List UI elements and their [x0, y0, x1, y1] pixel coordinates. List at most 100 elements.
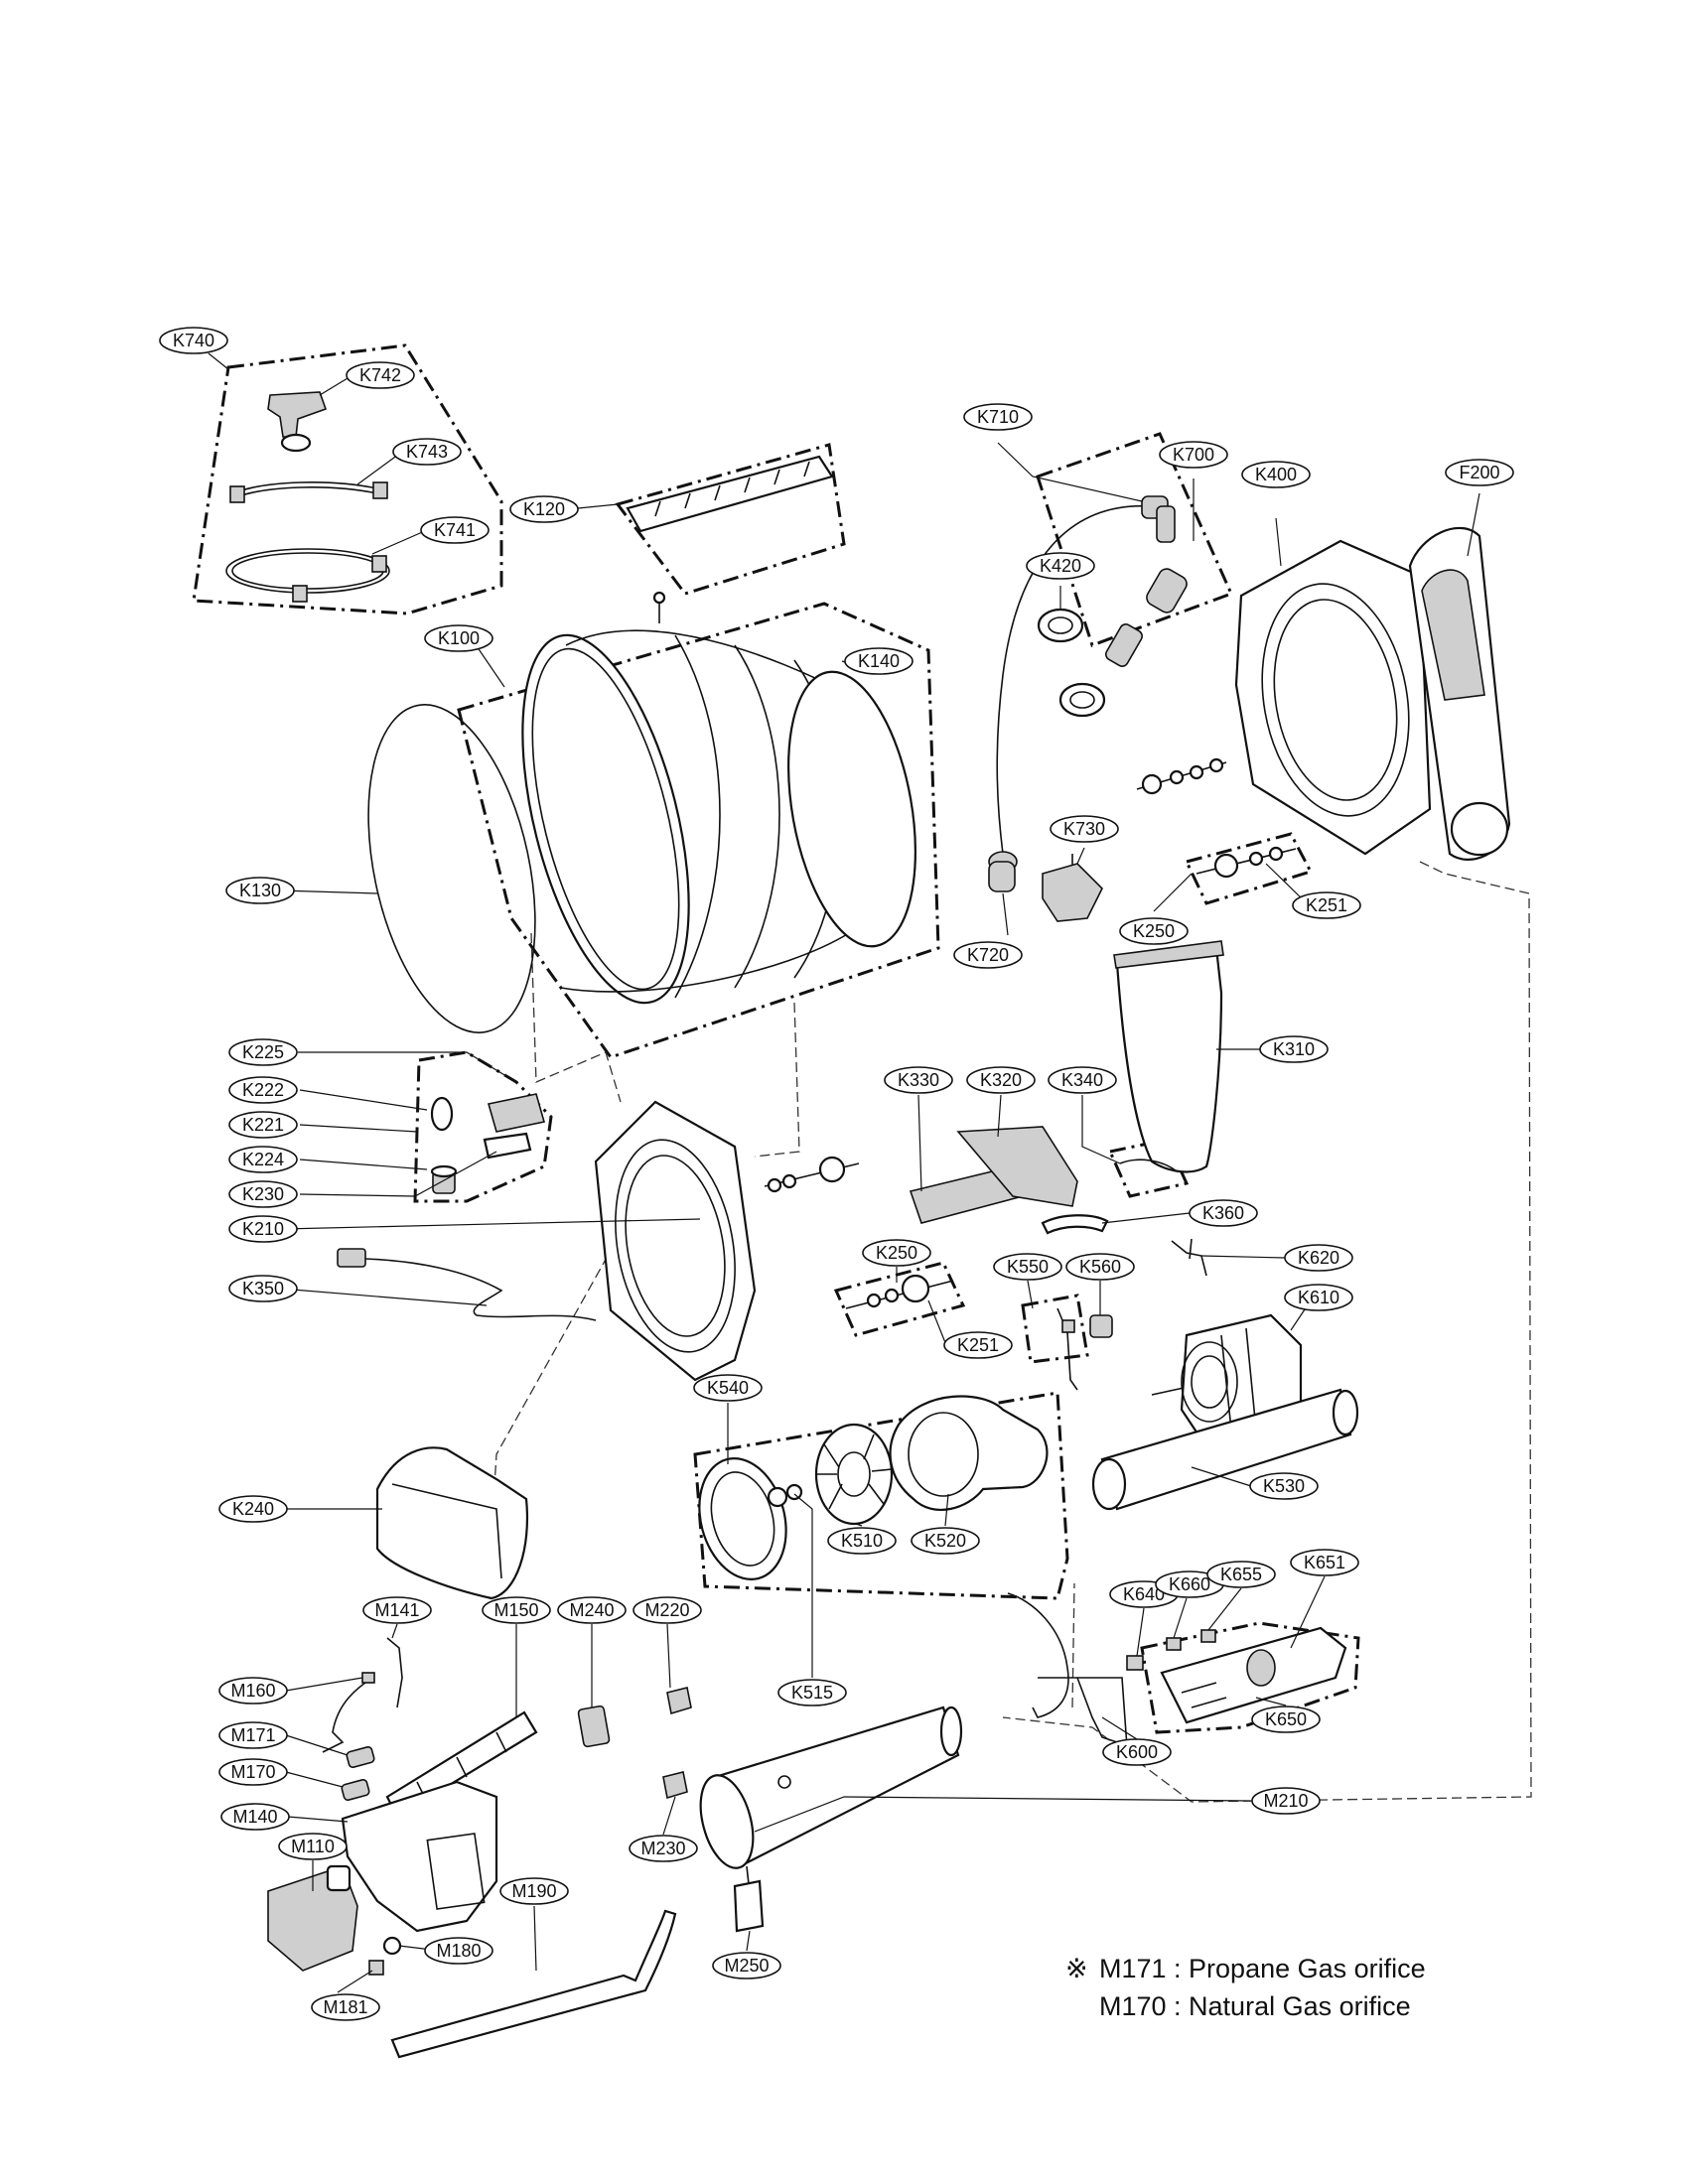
svg-text:K651: K651	[1304, 1553, 1345, 1572]
footnote-text-1: M171 : Propane Gas orifice	[1099, 1954, 1426, 1983]
svg-text:K700: K700	[1173, 445, 1214, 465]
k620-switch	[1171, 1238, 1207, 1277]
f200-filter-housing	[1408, 526, 1511, 861]
group-k120-outline	[615, 443, 846, 596]
label-k240: K240	[218, 1495, 288, 1523]
label-k730: K730	[1050, 815, 1119, 843]
label-k250-upper: K250	[1119, 917, 1189, 945]
svg-text:K340: K340	[1061, 1070, 1103, 1090]
m250-bracket	[733, 1865, 765, 1933]
svg-text:K655: K655	[1220, 1565, 1262, 1584]
svg-text:K310: K310	[1273, 1039, 1315, 1059]
label-k620: K620	[1284, 1244, 1353, 1272]
label-k221: K221	[228, 1111, 298, 1139]
label-k651: K651	[1290, 1549, 1359, 1576]
svg-text:K660: K660	[1169, 1574, 1210, 1594]
k222-bulb	[430, 1096, 454, 1132]
svg-text:F200: F200	[1459, 463, 1499, 482]
svg-text:K720: K720	[967, 945, 1009, 965]
label-k340: K340	[1048, 1066, 1117, 1094]
shaft-rollers-upper	[1136, 757, 1227, 795]
svg-text:K540: K540	[707, 1378, 749, 1398]
label-k130: K130	[225, 877, 295, 904]
part-labels: K740 K742 K743 K741 K120 K100 K140 K130 …	[159, 327, 1514, 2021]
label-k550: K550	[993, 1253, 1062, 1281]
svg-text:K221: K221	[242, 1115, 284, 1135]
k240-duct	[375, 1446, 528, 1600]
label-k140: K140	[844, 647, 914, 675]
k225-lamp-cover	[487, 1093, 546, 1133]
label-m140: M140	[220, 1803, 290, 1831]
k360-gasket	[1041, 1214, 1109, 1235]
svg-text:M210: M210	[1263, 1791, 1308, 1811]
k320-lint-housing	[956, 1126, 1078, 1207]
label-m240: M240	[557, 1596, 627, 1624]
footnote-line-1: ※M171 : Propane Gas orifice	[1065, 1950, 1426, 1987]
label-k350: K350	[228, 1275, 298, 1302]
k515-washers	[767, 1483, 803, 1508]
label-m230: M230	[629, 1835, 698, 1862]
label-k710: K710	[963, 403, 1033, 431]
m141-igniter-wire	[386, 1637, 403, 1708]
label-f200: F200	[1445, 459, 1514, 486]
k540-ring-seal	[698, 1457, 787, 1580]
svg-text:K224: K224	[242, 1150, 284, 1169]
svg-text:K710: K710	[977, 407, 1019, 427]
label-k120: K120	[509, 495, 579, 523]
svg-text:K610: K610	[1298, 1288, 1339, 1307]
svg-text:K130: K130	[239, 881, 281, 900]
svg-text:K730: K730	[1063, 819, 1105, 839]
routing-line-c	[754, 1002, 800, 1158]
svg-text:K740: K740	[173, 331, 214, 350]
group-k100-drum	[457, 602, 940, 1059]
svg-text:K510: K510	[841, 1531, 883, 1551]
k510-blower-wheel	[814, 1423, 894, 1526]
label-k610: K610	[1284, 1284, 1353, 1311]
k340-seal	[1119, 1159, 1178, 1172]
group-k540-blower	[693, 1391, 1069, 1600]
svg-text:K250: K250	[1133, 921, 1175, 941]
label-k222: K222	[228, 1076, 298, 1104]
label-k600: K600	[1102, 1738, 1172, 1766]
label-k700: K700	[1159, 441, 1228, 469]
label-m190: M190	[499, 1877, 569, 1905]
k520-blower-housing	[889, 1395, 1049, 1511]
k560-thermistor	[1089, 1314, 1113, 1338]
label-k560: K560	[1065, 1253, 1135, 1281]
m210-combustion-chamber	[699, 1706, 963, 1869]
svg-text:M170: M170	[230, 1762, 275, 1782]
label-k741: K741	[420, 516, 490, 544]
label-k250-lower: K250	[862, 1239, 931, 1267]
shaft-rollers-front	[764, 1156, 860, 1193]
svg-text:K210: K210	[242, 1219, 284, 1239]
label-k540: K540	[693, 1374, 763, 1402]
svg-text:K251: K251	[957, 1335, 999, 1355]
svg-text:K230: K230	[242, 1184, 284, 1204]
k400-rear-bulkhead	[1234, 539, 1432, 856]
label-k225: K225	[228, 1038, 298, 1066]
svg-text:K560: K560	[1079, 1257, 1121, 1277]
k350-wire-harness	[337, 1248, 597, 1321]
label-k230: K230	[228, 1180, 298, 1208]
screw-icon	[652, 591, 666, 623]
svg-text:K640: K640	[1123, 1584, 1165, 1604]
svg-text:M160: M160	[230, 1681, 275, 1701]
k710-elbow	[1141, 495, 1176, 543]
svg-text:K650: K650	[1265, 1709, 1307, 1729]
label-m250: M250	[712, 1952, 781, 1979]
svg-text:K250: K250	[876, 1243, 917, 1263]
m220-m230-thermostats	[662, 1687, 692, 1800]
label-k742: K742	[346, 361, 415, 389]
svg-text:K320: K320	[980, 1070, 1022, 1090]
label-m150: M150	[482, 1596, 551, 1624]
label-k660: K660	[1155, 1570, 1224, 1598]
k700-valve-assembly	[1058, 568, 1188, 718]
svg-text:K240: K240	[232, 1499, 274, 1519]
group-k250-upper	[1184, 832, 1314, 905]
k420-bracket	[1037, 608, 1084, 643]
label-k251-upper: K251	[1292, 891, 1361, 919]
k130-door-ring	[367, 704, 536, 1033]
label-k100: K100	[424, 624, 493, 652]
svg-text:K550: K550	[1007, 1257, 1049, 1277]
